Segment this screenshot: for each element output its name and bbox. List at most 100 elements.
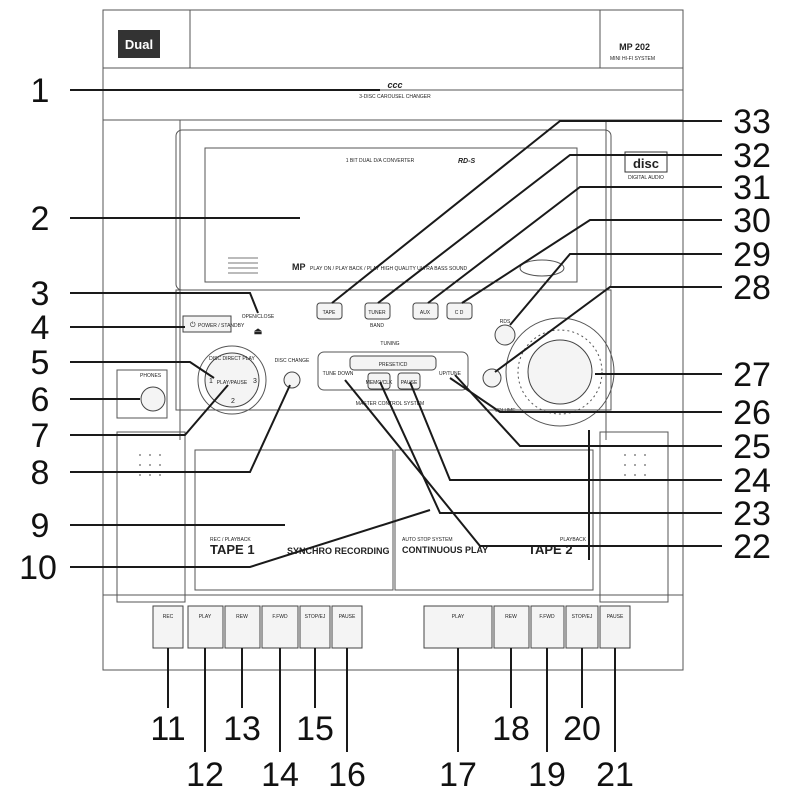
callout-7: 7 <box>31 417 50 455</box>
memo-button[interactable] <box>367 372 391 390</box>
callout-25: 25 <box>733 428 771 466</box>
right-speaker-panel <box>599 431 669 603</box>
deck1-rew-key[interactable] <box>224 605 261 649</box>
tuning-label: TUNING <box>380 341 399 347</box>
memo-label: MEMO/CLK <box>366 380 393 386</box>
mp-logo: MP <box>292 262 306 272</box>
preset-button[interactable] <box>349 355 437 371</box>
callout-6: 6 <box>31 381 50 419</box>
dsp-knob[interactable] <box>482 368 502 388</box>
changer-label: 3-DISC CAROUSEL CHANGER <box>359 94 431 100</box>
mp-features: PLAY ON / PLAY BACK / PLAY HIGH QUALITY … <box>310 266 467 272</box>
callout-2: 2 <box>31 200 50 238</box>
tape1-feature: SYNCHRO RECORDING <box>287 546 390 556</box>
callout-28: 28 <box>733 269 771 307</box>
tape1-name: TAPE 1 <box>210 542 255 557</box>
tape-button[interactable] <box>316 302 343 320</box>
deck2-ffwd-key[interactable] <box>530 605 565 649</box>
callout-3: 3 <box>31 275 50 313</box>
deck1-pause-label: PAUSE <box>339 614 356 620</box>
deck2-play-key[interactable] <box>423 605 493 649</box>
deck2-pause-key[interactable] <box>599 605 631 649</box>
phones-jack[interactable] <box>140 386 166 412</box>
callout-33: 33 <box>733 103 771 141</box>
preset-label: PRESET/CD <box>379 362 408 368</box>
play-pause-label: PLAY/PAUSE <box>217 380 248 386</box>
callout-20: 20 <box>563 710 601 748</box>
tape-deck-2[interactable] <box>394 449 594 591</box>
callout-9: 9 <box>31 507 50 545</box>
callout-26: 26 <box>733 394 771 432</box>
callout-22: 22 <box>733 528 771 566</box>
tape2-feature: CONTINUOUS PLAY <box>402 545 488 555</box>
disc-direct-ring <box>197 345 267 415</box>
tape2-feature-sub: AUTO STOP SYSTEM <box>402 537 453 543</box>
tape1-mode: REC / PLAYBACK <box>210 537 251 543</box>
spec-text-block <box>228 257 258 274</box>
power-label: POWER / STANDBY <box>198 323 245 329</box>
phones-label: PHONES <box>140 373 162 379</box>
callout-30: 30 <box>733 202 771 240</box>
deck1-play-key[interactable] <box>187 605 224 649</box>
deck2-pause-label: PAUSE <box>607 614 624 620</box>
disc-change-button[interactable] <box>283 371 301 389</box>
volume-knob[interactable] <box>527 339 593 405</box>
deck1-pause-key[interactable] <box>331 605 363 649</box>
converter-label: 1 BIT DUAL D/A CONVERTER <box>346 158 415 164</box>
rds-knob[interactable] <box>494 324 516 346</box>
deck1-ffwd-key[interactable] <box>261 605 299 649</box>
tune-down-label[interactable]: TUNE DOWN <box>323 371 354 377</box>
callout-15: 15 <box>296 710 334 748</box>
top-section <box>102 9 684 91</box>
disc-3-button[interactable]: 3 <box>253 378 257 385</box>
disc-direct-pad[interactable] <box>204 352 260 408</box>
callout-24: 24 <box>733 462 771 500</box>
right-grille-dots <box>624 454 646 476</box>
eject-icon[interactable]: ⏏ <box>254 326 263 336</box>
deck1-stop-key[interactable] <box>299 605 331 649</box>
callout-31: 31 <box>733 169 771 207</box>
power-icon: ⏻ <box>190 321 196 329</box>
cd-button[interactable] <box>446 302 473 320</box>
disc-change-label: DISC CHANGE <box>275 358 310 364</box>
display-window <box>204 147 578 283</box>
tuner-button[interactable] <box>364 302 391 320</box>
deck2-rew-key[interactable] <box>493 605 530 649</box>
rds-logo: RD-S <box>458 158 475 165</box>
callout-18: 18 <box>492 710 530 748</box>
deck2-play-label: PLAY <box>452 614 465 620</box>
tape2-mode: PLAYBACK <box>560 537 587 543</box>
callout-21: 21 <box>596 756 634 794</box>
callout-16: 16 <box>328 756 366 794</box>
callout-19: 19 <box>528 756 566 794</box>
deck1-ffwd-label: F.FWD <box>272 614 288 620</box>
tune-up-label[interactable]: UP/TUNE <box>439 371 462 377</box>
tape-deck-1[interactable] <box>194 449 394 591</box>
callout-17: 17 <box>439 756 477 794</box>
aux-button[interactable] <box>412 302 439 320</box>
disc-direct-label: DISC DIRECT PLAY <box>209 356 255 362</box>
callout-8: 8 <box>31 454 50 492</box>
callout-10: 10 <box>19 549 57 587</box>
deck2-rew-label: REW <box>505 614 517 620</box>
power-button[interactable] <box>182 315 232 333</box>
callout-23: 23 <box>733 495 771 533</box>
band-label: BAND <box>370 323 384 329</box>
disc-1-button[interactable]: 1 <box>209 378 213 385</box>
oval-logo <box>519 259 565 277</box>
deck2-stop-key[interactable] <box>565 605 599 649</box>
pause-button[interactable] <box>397 372 421 390</box>
callout-13: 13 <box>223 710 261 748</box>
tape-button-label: TAPE <box>323 310 336 316</box>
callout-14: 14 <box>261 756 299 794</box>
tuner-button-label: TUNER <box>368 310 386 316</box>
deck1-rec-label: REC <box>163 614 174 620</box>
disc-2-button[interactable]: 2 <box>231 398 235 405</box>
deck1-rec-key[interactable] <box>152 605 184 649</box>
deck2-ffwd-label: F.FWD <box>539 614 555 620</box>
callout-12: 12 <box>186 756 224 794</box>
disc-logo-box <box>624 151 668 173</box>
callout-11: 11 <box>150 710 185 748</box>
callout-4: 4 <box>31 309 50 347</box>
